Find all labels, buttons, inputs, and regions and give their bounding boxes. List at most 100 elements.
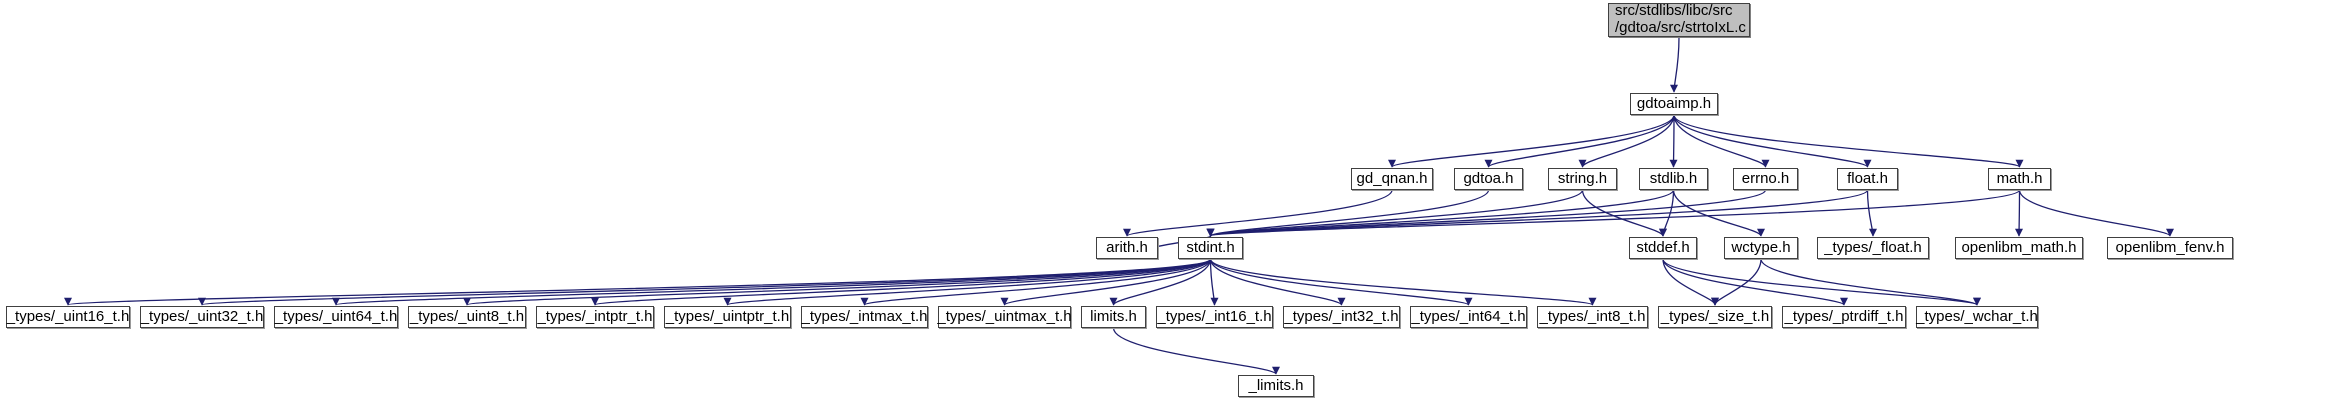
graph-edge-stdint-to-t_uint8 (463, 258, 1212, 306)
graph-node-label: string.h (1557, 169, 1608, 187)
graph-edge-gdtoaimp-to-float (1673, 114, 1872, 168)
graph-node-label: _types/_int8_t.h (1539, 307, 1646, 325)
graph-node-wctype[interactable]: wctype.h (1724, 237, 1798, 259)
graph-edge-gdtoaimp-to-math (1673, 114, 2024, 168)
graph-node-gdtoa[interactable]: gdtoa.h (1454, 168, 1523, 190)
graph-node-root[interactable]: src/stdlibs/libc/src /gdtoa/src/strtoIxL… (1608, 2, 1750, 37)
graph-node-label: _types/_uint32_t.h (140, 307, 264, 325)
graph-node-openlibm_fenv[interactable]: openlibm_fenv.h (2107, 237, 2233, 259)
graph-node-label: _types/_intmax_t.h (801, 307, 928, 325)
graph-node-label: _types/_uintptr_t.h (665, 307, 790, 325)
graph-node-label: _types/_ptrdiff_t.h (1784, 307, 1904, 325)
graph-node-label: stddef.h (1636, 238, 1690, 256)
graph-edge-stdint-to-t_int8 (1209, 258, 1597, 306)
graph-edge-stdint-to-t_int32 (1209, 258, 1346, 306)
graph-edge-stdint-to-t_uint32 (198, 258, 1212, 306)
graph-node-t_intptr[interactable]: _types/_intptr_t.h (536, 306, 654, 328)
graph-node-label: _types/_wchar_t.h (1916, 307, 2038, 325)
graph-node-label: errno.h (1741, 169, 1790, 187)
graph-node-label: gdtoaimp.h (1636, 94, 1712, 112)
graph-node-label: src/stdlibs/libc/src /gdtoa/src/strtoIxL… (1615, 2, 1746, 36)
graph-node-t_size[interactable]: _types/_size_t.h (1658, 306, 1772, 328)
graph-node-limits[interactable]: limits.h (1081, 306, 1146, 328)
graph-node-label: gd_qnan.h (1356, 169, 1428, 187)
graph-edge-float-to-types_float (1866, 189, 1878, 237)
graph-edge-gdtoaimp-to-errno (1673, 114, 1770, 168)
graph-node-gdtoaimp[interactable]: gdtoaimp.h (1630, 93, 1718, 115)
graph-node-label: _types/_int64_t.h (1411, 307, 1526, 325)
graph-edge-gdtoaimp-to-gd_qnan (1388, 114, 1675, 168)
graph-edge-limits-to-_limits (1112, 327, 1280, 375)
graph-node-label: _types/_uintmax_t.h (937, 307, 1072, 325)
graph-node-string[interactable]: string.h (1548, 168, 1617, 190)
graph-node-t_int8[interactable]: _types/_int8_t.h (1537, 306, 1648, 328)
graph-node-label: _types/_uint16_t.h (6, 307, 130, 325)
graph-node-stddef[interactable]: stddef.h (1629, 237, 1697, 259)
graph-edge-stdint-to-t_int64 (1209, 258, 1473, 306)
graph-edge-math-to-stdint (1207, 189, 2021, 237)
graph-edge-stdint-to-t_intmax (860, 258, 1212, 306)
graph-node-t_int64[interactable]: _types/_int64_t.h (1410, 306, 1527, 328)
graph-node-math[interactable]: math.h (1988, 168, 2051, 190)
graph-node-t_uintmax[interactable]: _types/_uintmax_t.h (937, 306, 1072, 328)
graph-node-label: math.h (1996, 169, 2043, 187)
graph-edge-stdint-to-limits (1109, 258, 1212, 306)
graph-edge-math-to-openlibm_fenv (2018, 189, 2174, 237)
graph-node-float[interactable]: float.h (1837, 168, 1898, 190)
graph-node-errno[interactable]: errno.h (1733, 168, 1798, 190)
graph-edge-stddef-to-t_ptrdiff (1662, 258, 1848, 306)
graph-node-label: stdlib.h (1649, 169, 1698, 187)
graph-edge-stdlib-to-stddef (1658, 189, 1675, 237)
graph-node-label: _types/_intptr_t.h (537, 307, 653, 325)
graph-node-t_uint32[interactable]: _types/_uint32_t.h (140, 306, 264, 328)
graph-node-label: _types/_int32_t.h (1284, 307, 1399, 325)
graph-node-label: float.h (1847, 169, 1888, 187)
graph-node-stdlib[interactable]: stdlib.h (1639, 168, 1708, 190)
graph-node-label: _types/_uint8_t.h (409, 307, 525, 325)
graph-edge-errno-to-stdint (1206, 189, 1767, 237)
edge-group (64, 36, 2174, 375)
graph-node-t_uintptr[interactable]: _types/_uintptr_t.h (664, 306, 791, 328)
graph-edge-math-to-openlibm_math (2014, 189, 2024, 237)
graph-node-label: _limits.h (1248, 376, 1304, 394)
graph-node-openlibm_math[interactable]: openlibm_math.h (1955, 237, 2083, 259)
graph-node-t_uint16[interactable]: _types/_uint16_t.h (6, 306, 130, 328)
graph-node-label: openlibm_math.h (1961, 238, 2077, 256)
graph-edge-gdtoaimp-to-stdlib (1669, 114, 1678, 168)
graph-edge-stddef-to-t_wchar (1662, 258, 1981, 306)
graph-edge-stdint-to-t_int16 (1209, 258, 1219, 306)
graph-node-label: arith.h (1106, 238, 1148, 256)
graph-edge-stdint-to-t_intptr (591, 258, 1212, 306)
graph-node-gd_qnan[interactable]: gd_qnan.h (1351, 168, 1433, 190)
graph-node-t_intmax[interactable]: _types/_intmax_t.h (801, 306, 928, 328)
graph-edge-root-to-gdtoaimp (1669, 36, 1680, 93)
graph-edge-gdtoaimp-to-string (1578, 114, 1675, 168)
graph-edge-stdlib-to-wctype (1672, 189, 1765, 237)
graph-node-label: _types/_size_t.h (1660, 307, 1770, 325)
graph-edge-gd_qnan-to-arith (1123, 189, 1393, 237)
graph-node-label: _types/_uint64_t.h (274, 307, 398, 325)
graph-node-t_int32[interactable]: _types/_int32_t.h (1283, 306, 1400, 328)
graph-edge-stdint-to-t_uint64 (332, 258, 1212, 306)
graph-node-t_uint64[interactable]: _types/_uint64_t.h (274, 306, 398, 328)
graph-node-label: limits.h (1090, 307, 1137, 325)
graph-node-label: wctype.h (1731, 238, 1791, 256)
graph-node-arith[interactable]: arith.h (1096, 237, 1158, 259)
graph-node-types_float[interactable]: _types/_float.h (1817, 237, 1929, 259)
graph-node-label: _types/_float.h (1824, 238, 1922, 256)
graph-node-label: gdtoa.h (1463, 169, 1514, 187)
graph-edge-stdint-to-t_uint16 (64, 258, 1212, 306)
graph-edge-wctype-to-t_size (1711, 258, 1762, 306)
graph-node-label: stdint.h (1186, 238, 1235, 256)
graph-node-t_int16[interactable]: _types/_int16_t.h (1156, 306, 1273, 328)
graph-edge-stdint-to-t_uintmax (1000, 258, 1212, 306)
graph-node-label: _types/_int16_t.h (1157, 307, 1272, 325)
graph-node-t_ptrdiff[interactable]: _types/_ptrdiff_t.h (1782, 306, 1906, 328)
graph-edge-gdtoaimp-to-gdtoa (1484, 114, 1675, 168)
graph-node-_limits[interactable]: _limits.h (1238, 375, 1314, 397)
graph-node-t_wchar[interactable]: _types/_wchar_t.h (1916, 306, 2038, 328)
graph-node-t_uint8[interactable]: _types/_uint8_t.h (408, 306, 526, 328)
graph-node-stdint[interactable]: stdint.h (1178, 237, 1243, 259)
